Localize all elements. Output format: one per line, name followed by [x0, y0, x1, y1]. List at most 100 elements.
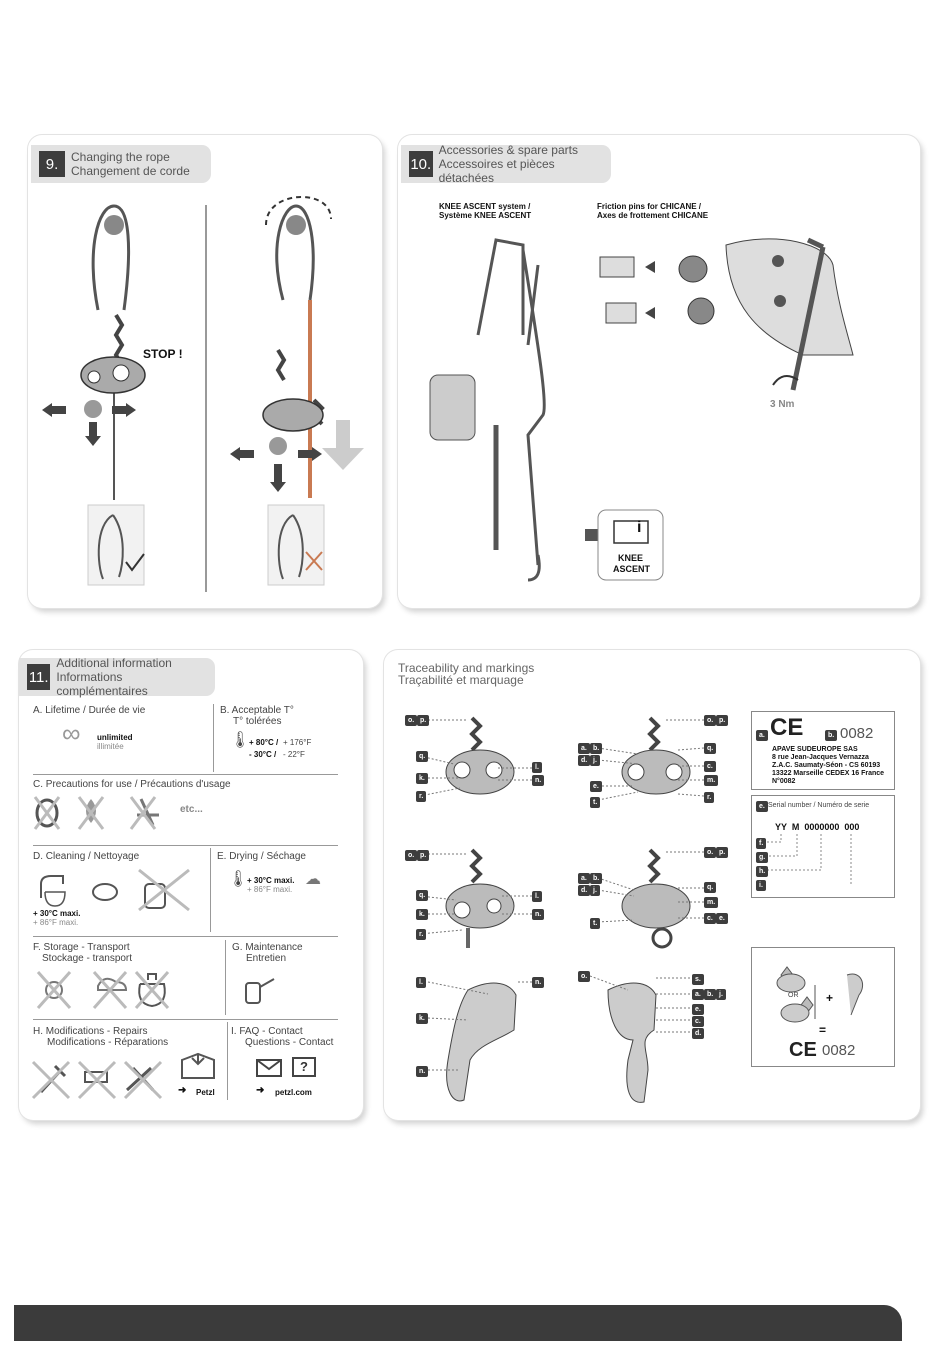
section-title-en: Additional information — [56, 656, 172, 670]
footer-bar — [14, 1305, 902, 1341]
section-number: 10. — [409, 151, 433, 177]
tag-k: k. — [416, 1013, 428, 1024]
cleaning-icons — [40, 868, 190, 912]
info-icon: i — [637, 519, 642, 536]
temperature-label-1: B. Acceptable T° — [220, 705, 294, 716]
tag-p: p. — [417, 715, 430, 726]
tag-j: j. — [590, 755, 600, 766]
precautions-label: C. Precautions for use / Précautions d'u… — [33, 779, 231, 790]
tag-s: s. — [692, 974, 704, 985]
etc-label: etc... — [180, 804, 203, 815]
maintenance-label-2: Entretien — [246, 953, 287, 964]
cleaning-temp-c: + 30°C maxi. — [33, 909, 81, 918]
faq-label-2: Questions - Contact — [245, 1037, 334, 1048]
faq-question-icon: ? — [292, 1057, 316, 1077]
maintenance-label-1: G. Maintenance — [232, 942, 303, 953]
ce-marking-box — [751, 711, 895, 790]
modifications-label-2: Modifications - Réparations — [47, 1037, 169, 1048]
storage-label-1: F. Storage - Transport — [33, 942, 130, 953]
knee-ascent-label-en: KNEE ASCENT system / — [439, 202, 531, 211]
tag-o: o. — [704, 715, 717, 726]
tag-l: l. — [416, 977, 426, 988]
tag-j: j. — [716, 989, 726, 1000]
cleaning-temp-f: + 86°F maxi. — [33, 918, 79, 927]
tag-b: b. — [590, 743, 603, 754]
tag-d: d. — [692, 1028, 705, 1039]
notified-body-line-1: APAVE SUDEUROPE SAS — [772, 746, 858, 753]
serial-number-label: Serial number / Numéro de serie — [768, 802, 870, 809]
tag-o: o. — [405, 850, 418, 861]
tag-p: p. — [716, 715, 729, 726]
hot-temp-c: + 80°C / — [249, 738, 279, 747]
tag-i: i. — [756, 880, 766, 891]
tag-p: p. — [417, 850, 430, 861]
tag-a: a. — [756, 730, 768, 741]
tag-a: a. — [578, 743, 590, 754]
section-title-fr: Informations complémentaires — [56, 670, 148, 698]
device-marking-diagrams — [419, 716, 705, 1103]
tag-t: t. — [590, 918, 601, 929]
tag-k: k. — [416, 773, 428, 784]
arrow-icon-petzl: ➜ — [178, 1085, 187, 1096]
notified-body-line-4: 13322 Marseille CEDEX 16 France — [772, 770, 885, 777]
tag-c: c. — [704, 761, 716, 772]
friction-pins-label-en: Friction pins for CHICANE / — [597, 202, 701, 211]
tag-b: b. — [590, 873, 603, 884]
serial-number-format: YY M 0000000 000 — [775, 822, 860, 832]
temperature-label-2: T° tolérées — [233, 716, 282, 727]
serial-number-box — [751, 795, 895, 898]
tag-m: m. — [704, 897, 719, 908]
envelope-icon — [256, 1059, 282, 1077]
tag-n: n. — [532, 977, 545, 988]
notified-body-number-assembly: 0082 — [822, 1042, 856, 1059]
equals-sign: = — [819, 1023, 827, 1037]
faq-label-1: I. FAQ - Contact — [231, 1026, 303, 1037]
ce-mark-assembly: CE — [789, 1039, 817, 1061]
tag-e: e. — [590, 781, 602, 792]
tag-n: n. — [532, 909, 545, 920]
tag-c: c. — [704, 913, 716, 924]
tag-e: e. — [756, 801, 768, 812]
accessories-illustration — [429, 237, 854, 582]
lifetime-label: A. Lifetime / Durée de vie — [33, 705, 146, 716]
notified-body-line-3: Z.A.C. Saumaty-Séon - CS 60193 — [772, 762, 881, 769]
assembly-ce-box — [751, 947, 895, 1067]
tag-p: p. — [716, 847, 729, 858]
tag-r: r. — [416, 929, 427, 940]
knee-ascent-label-fr: Système KNEE ASCENT — [439, 211, 532, 220]
tag-n: n. — [532, 775, 545, 786]
tag-j: j. — [590, 885, 600, 896]
tag-f: f. — [756, 838, 767, 849]
section-9-header: 9. Changing the rope Changement de corde — [31, 145, 211, 183]
knee-ascent-card-line2: ASCENT — [613, 564, 651, 574]
tag-l: l. — [532, 891, 542, 902]
cold-temp-c: - 30°C / — [249, 750, 277, 759]
arrow-icon-site: ➜ — [256, 1085, 265, 1096]
storage-label-2: Stockage - transport — [42, 953, 133, 964]
notified-body-line-2: 8 rue Jean-Jacques Vernazza — [772, 754, 869, 761]
tag-o: o. — [704, 847, 717, 858]
serial-leaders — [767, 834, 852, 886]
section-title-fr: Accessoires et pièces détachées — [438, 157, 555, 185]
infinity-icon: ∞ — [62, 718, 81, 748]
tag-c: c. — [692, 1016, 704, 1027]
tag-e: e. — [692, 1004, 704, 1015]
hot-temp-f: + 176°F — [283, 738, 312, 747]
tag-d: d. — [578, 885, 591, 896]
assembly-illustration — [776, 966, 863, 1023]
wind-cloud-icon: ☁ — [305, 871, 321, 888]
tag-d: d. — [578, 755, 591, 766]
section-title-en: Changing the rope — [71, 150, 170, 164]
oil-can-icon — [245, 978, 275, 1004]
cold-temp-f: - 22°F — [283, 750, 305, 759]
tag-k: k. — [416, 909, 428, 920]
box-shipping-icon — [181, 1052, 215, 1079]
section-11-panel — [19, 650, 363, 1120]
drying-temp-c: + 30°C maxi. — [247, 876, 295, 885]
tag-n: n. — [416, 1066, 429, 1077]
cleaning-label: D. Cleaning / Nettoyage — [33, 851, 140, 862]
modifications-label-1: H. Modifications - Repairs — [33, 1026, 148, 1037]
trace-title-en: Traceability and markings — [398, 661, 535, 675]
unlimited-text: unlimited — [97, 733, 133, 742]
or-label: OR — [788, 992, 799, 999]
